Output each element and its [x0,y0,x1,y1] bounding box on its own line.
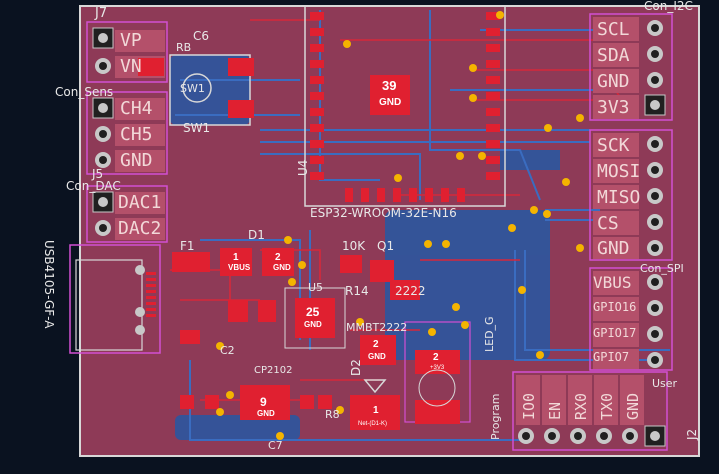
sw1-ref: SW1 [183,121,211,135]
spi-pin-1: SCK [597,135,630,156]
vias [216,11,584,440]
cp2102-program-area [180,385,332,420]
j7-pin-2: VN [120,56,142,77]
sw1-body-label: SW1 [180,82,205,95]
i2c-header-ref: Con_I2C [644,0,693,13]
q-2222-label: 2222 [395,284,426,298]
gpio-pin-4: GPIO7 [593,350,630,364]
user-pin-5: GND [624,392,642,420]
esp32-gnd-pad-net: GND [379,97,402,108]
sensor-header-ref: Con_Sens [55,85,114,99]
user-pin-3: RX0 [572,392,590,420]
gpio-pin-1: VBUS [593,273,632,292]
dac-pin-1: DAC1 [118,192,162,213]
usbc-part-number: USB4105-GF-A [42,240,56,329]
rb-ref: RB [176,41,192,54]
spi-pin-2: MOSI [597,161,641,182]
esp32-gnd-pad-number: 39 [382,78,397,93]
d2-ref: D2 [349,359,363,376]
spi-pin-4: CS [597,213,619,234]
i2c-pin-1: SCL [597,19,630,40]
user-pin-2: EN [546,401,564,420]
mmbt-label: MMBT2222 [346,321,408,334]
gpio-pin-2: GPIO16 [593,300,637,314]
dac-header [86,185,168,243]
spi-pin-5: GND [597,238,630,259]
gpio-pin-3: GPIO17 [593,326,637,340]
user-pin-4: TX0 [598,392,616,420]
cp2102-lower-pad-number: 9 [260,395,267,409]
usb-c-footprint [69,244,161,354]
d1-pad-vbus: VBUS [228,263,251,272]
cp2102-pad-net: GND [304,320,322,329]
c6-ref: C6 [193,29,210,43]
user-header-label: User [652,377,678,390]
f1-ref: F1 [180,239,195,253]
power-components [172,248,294,344]
cp2102-lower-pad-net: GND [257,409,275,418]
led-ref: LED_G [483,316,496,352]
sw1-footprint [138,54,254,126]
j7-ref: J7 [95,6,108,21]
j5-ref: J5 [92,167,104,181]
program-label: Program [489,393,502,440]
d2-pad-net: Net-(D1-K) [358,421,388,427]
i2c-pin-4: 3V3 [597,97,630,118]
cp2102-pad-number: 25 [306,305,320,319]
sensor-pin-2: CH5 [120,124,153,145]
i2c-header [589,13,673,121]
d1-pad-1: 1 [233,252,239,263]
j2-ref: J2 [685,428,699,440]
d1-pad-2: 2 [275,252,281,263]
user-header [512,371,668,451]
spi-header-ref: Con_SPI [640,262,684,275]
spi-pin-3: MISO [597,187,641,208]
user-pin-1: IO0 [520,392,538,420]
mmbt-pad-2: 2 [373,339,379,350]
led-pad-net: +3V3 [430,365,445,371]
q1-ref: Q1 [377,239,395,253]
q1-transistor [340,255,420,300]
esp32-module-label: ESP32-WROOM-32E-N16 [310,206,457,220]
sensor-pin-1: CH4 [120,98,153,119]
r14-ref: R14 [345,284,369,298]
cp2102-ic [284,287,346,349]
mmbt-led-area [350,321,471,430]
d1-ref: D1 [248,228,265,242]
c7-ref: C7 [268,439,283,452]
led-pad-2: 2 [433,352,439,363]
cp2102-label: CP2102 [254,365,293,376]
sensor-header [86,91,168,175]
sensor-pin-3: GND [120,150,153,171]
spi-header [589,129,673,261]
mmbt-pad-gnd: GND [368,352,386,361]
c2-ref: C2 [220,344,235,357]
i2c-pin-2: SDA [597,45,630,66]
j7-pin-1: VP [120,30,142,51]
d2-pad-1: 1 [373,405,379,416]
d1-pad-gnd: GND [273,263,291,272]
dac-pin-2: DAC2 [118,218,162,239]
u4-ref: U4 [296,159,310,176]
r8-ref: R8 [325,408,340,421]
u5-ref: U5 [308,281,324,294]
i2c-pin-3: GND [597,71,630,92]
dac-label: Con_DAC [66,179,121,193]
esp32-module [304,5,506,207]
gpio-header [589,267,673,371]
r-10k-value: 10K [342,239,366,253]
